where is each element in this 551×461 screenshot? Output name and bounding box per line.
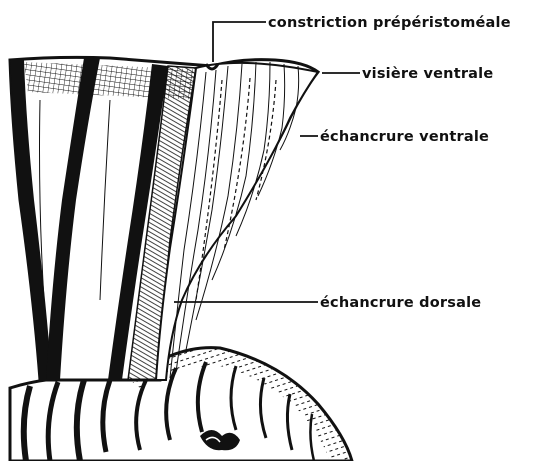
leader-constriction — [213, 22, 266, 62]
label-echancrure-dorsale: échancrure dorsale — [320, 295, 481, 311]
label-constriction: constriction prépéristoméale — [268, 15, 511, 31]
label-visiere-ventrale: visière ventrale — [362, 66, 493, 82]
neck — [10, 57, 318, 380]
label-echancrure-ventrale: échancrure ventrale — [320, 129, 489, 145]
